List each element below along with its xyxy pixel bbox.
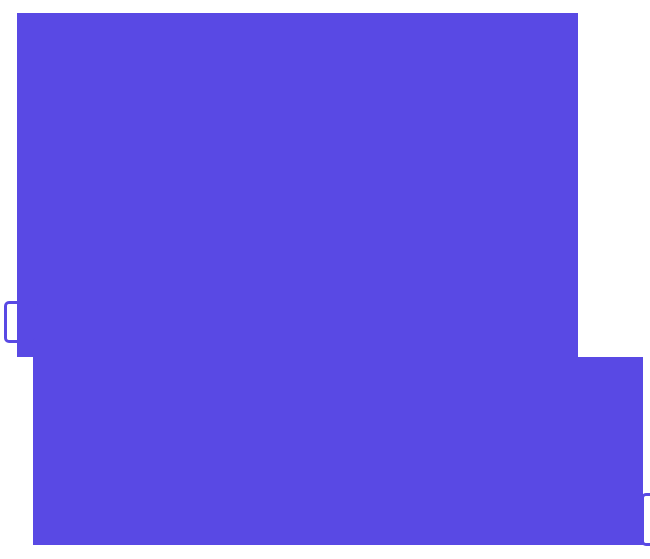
outlined-badge-right[interactable]: [641, 493, 650, 546]
solid-indigo-panel-lower[interactable]: [33, 357, 643, 545]
outlined-badge-left[interactable]: [4, 301, 38, 343]
solid-indigo-panel-upper[interactable]: [17, 13, 578, 357]
